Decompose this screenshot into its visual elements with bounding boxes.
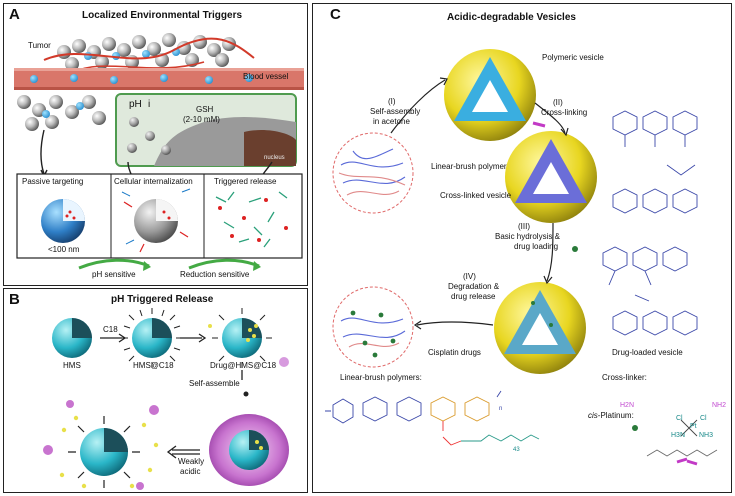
- passive-label: Passive targeting: [22, 177, 84, 186]
- panel-b-illustration: [43, 308, 289, 490]
- step3-num: (III): [518, 222, 530, 231]
- step1-line2: in acetone: [373, 117, 410, 126]
- panel-a-illustration: [14, 33, 304, 271]
- panel-c-label: C: [330, 6, 341, 23]
- crosslinker-legend-label: Cross-linker:: [602, 373, 647, 382]
- cl-right: Cl: [700, 415, 707, 422]
- tumor-cells: [43, 33, 255, 73]
- internalization-sphere: [121, 188, 191, 253]
- platinum-text: -Platinum:: [597, 411, 634, 420]
- nh3-label: NH3: [699, 432, 714, 439]
- polymeric-vesicle-label: Polymeric vesicle: [542, 53, 604, 62]
- ph-i-label: i: [148, 99, 151, 110]
- panel-c-illustration: [325, 49, 718, 466]
- hms-label: HMS: [63, 361, 81, 370]
- step4-num: (IV): [463, 272, 476, 281]
- released-sphere: [43, 400, 159, 490]
- drug-hms-c18-sphere: [212, 308, 272, 368]
- subscript-43: 43: [513, 447, 520, 453]
- panel-c-title: Acidic-degradable Vesicles: [447, 12, 576, 23]
- crosslinker-h2n: H2N: [620, 402, 635, 409]
- cellular-label: Cellular internalization: [114, 177, 193, 186]
- structure-cisplatin: [680, 419, 698, 437]
- drug-loaded-vesicle: [494, 282, 586, 374]
- tumor-label: Tumor: [28, 41, 51, 50]
- size-label: <100 nm: [48, 245, 80, 254]
- crosslinked-label: Cross-linked vesicle: [440, 191, 512, 200]
- c18-label-1: C18: [103, 325, 118, 334]
- step2-num: (II): [553, 98, 563, 107]
- structure-top-right: [612, 110, 698, 214]
- hms-sphere: [52, 318, 92, 358]
- hms-c18-label: HMS@C18: [133, 361, 174, 370]
- cis-italic: cis: [588, 411, 598, 420]
- drug-release-circle: [332, 286, 414, 368]
- structure-crosslinker: [646, 449, 718, 457]
- ph-sensitive-label: pH sensitive: [92, 270, 136, 279]
- panel-b-label: B: [9, 291, 20, 308]
- cross-linked-vesicle: [505, 131, 597, 223]
- drug-hms-c18-label: Drug@HMS@C18: [210, 361, 277, 370]
- step1-num: (I): [388, 97, 396, 106]
- linear-brush-circle: [332, 132, 414, 214]
- structure-mid-right: [602, 246, 698, 336]
- step4-line2: drug release: [451, 292, 496, 301]
- platinum-legend-label: cis-Platinum:: [588, 411, 634, 421]
- step2-line1: Cross-linking: [541, 108, 588, 117]
- crosslinker-nh2: NH2: [712, 402, 727, 409]
- ph-arrow: [78, 258, 150, 270]
- pt-label: Pt: [690, 423, 697, 430]
- panel-a-label: A: [9, 6, 20, 23]
- panel-b-title: pH Triggered Release: [111, 294, 214, 305]
- panel-a-title: Localized Environmental Triggers: [82, 10, 243, 21]
- step3-line1: Basic hydrolysis &: [495, 232, 560, 241]
- gsh-label: GSH: [196, 105, 214, 114]
- step1-line1: Self-assembly: [370, 107, 421, 116]
- step3-line2: drug loading: [514, 242, 559, 251]
- assembled-vesicle: [209, 414, 289, 486]
- self-assemble-label: Self-assemble: [189, 379, 240, 388]
- acidic-label: acidic: [180, 467, 201, 476]
- blood-vessel: [14, 68, 304, 90]
- lbp-legend-label: Linear-brush polymers:: [340, 373, 422, 382]
- cl-left: Cl: [676, 415, 683, 422]
- hms-c18-sphere: [122, 308, 182, 368]
- reduction-sensitive-label: Reduction sensitive: [180, 270, 250, 279]
- release-fragments: [215, 191, 288, 248]
- step4-line1: Degradation &: [448, 282, 500, 291]
- subscript-n: n: [499, 406, 503, 412]
- cisplatin-drugs-label: Cisplatin drugs: [428, 348, 481, 357]
- nucleus-label: nucleus: [264, 155, 285, 161]
- structure-linear-brush: [325, 390, 540, 446]
- weakly-label: Weakly: [178, 457, 205, 466]
- linear-brush-label: Linear-brush polymer: [431, 162, 507, 171]
- blood-vessel-label: Blood vessel: [243, 72, 289, 81]
- polymeric-vesicle: [444, 49, 536, 141]
- drug-loaded-label: Drug-loaded vesicle: [612, 348, 683, 357]
- reduction-arrow: [188, 258, 260, 270]
- ph-label: pH: [129, 99, 142, 110]
- triggered-label: Triggered release: [214, 177, 277, 186]
- gsh-conc-label: (2-10 mM): [183, 115, 220, 124]
- passive-sphere: [41, 199, 85, 243]
- h3n-label: H3N: [671, 432, 686, 439]
